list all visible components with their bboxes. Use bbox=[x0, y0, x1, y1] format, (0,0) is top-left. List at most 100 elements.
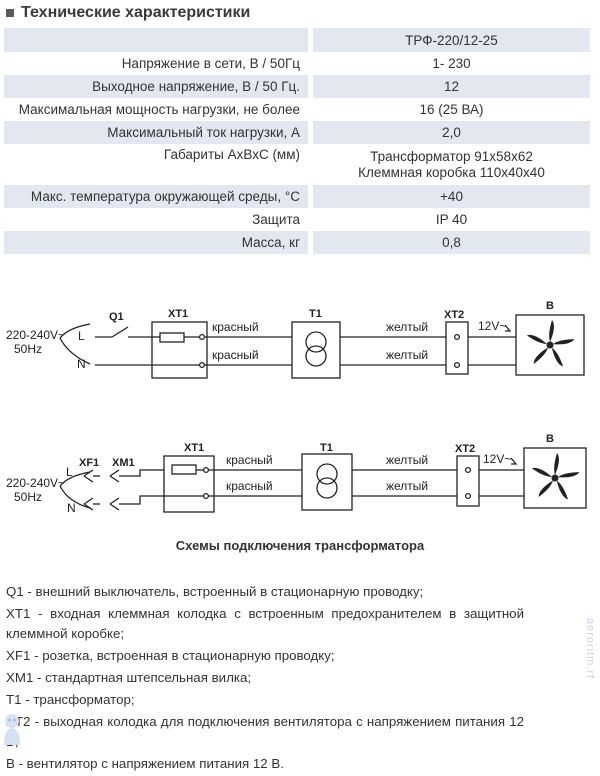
row-label: Выходное напряжение, В / 50 Гц. bbox=[4, 75, 308, 98]
wire-label-red: красный bbox=[212, 348, 259, 362]
mascot-logo-icon bbox=[4, 714, 20, 745]
table-row: Напряжение в сети, В / 50Гц 1- 230 bbox=[4, 52, 590, 75]
row-label: Макс. температура окружающей среды, °С bbox=[4, 185, 308, 208]
dimension-line: Клеммная коробка 110х40х40 bbox=[358, 164, 545, 180]
fan-label: B bbox=[546, 433, 554, 445]
xt2-terminal-box bbox=[445, 321, 469, 375]
neutral-label: N bbox=[77, 357, 86, 371]
wire-label-red: красный bbox=[212, 320, 259, 334]
fan-box bbox=[523, 447, 587, 509]
plug-contact-icon bbox=[109, 469, 120, 483]
xt2-label: XT2 bbox=[444, 309, 464, 321]
fan-icon bbox=[530, 453, 580, 501]
table-row: Выходное напряжение, В / 50 Гц. 12 bbox=[4, 75, 590, 98]
row-value: 0,8 bbox=[313, 231, 590, 254]
dimension-line: Трансформатор 91х58х62 bbox=[370, 148, 533, 164]
section-header: Технические характеристики bbox=[6, 2, 250, 24]
wiring-diagram-switch: 220-240V~ 50Hz L N Q1 XT1 красный красны… bbox=[6, 300, 585, 379]
transformer-box bbox=[291, 321, 341, 379]
plug-contact-icon bbox=[109, 497, 120, 511]
table-row: Макс. температура окружающей среды, °С +… bbox=[4, 185, 590, 208]
xt2-label: XT2 bbox=[455, 443, 475, 455]
phase-label: L bbox=[78, 329, 85, 343]
table-header-row: ТРФ-220/12-25 bbox=[4, 28, 590, 52]
wiring-diagram-plug: 220-240V~ 50Hz L N XF1 XM1 XT1 красный к… bbox=[6, 433, 587, 515]
arrow-icon bbox=[510, 457, 518, 465]
wire-label-yellow: желтый bbox=[386, 479, 428, 493]
fan-label: B bbox=[546, 300, 554, 312]
legend-item: T1 - трансформатор; bbox=[6, 692, 135, 708]
table-row: Защита IP 40 bbox=[4, 208, 590, 231]
legend-item: XT2 - выходная колодка для подключения в… bbox=[6, 713, 524, 749]
row-value: +40 bbox=[313, 185, 590, 208]
table-row: Габариты АхВхС (мм) Трансформатор 91х58х… bbox=[4, 144, 590, 185]
table-row: Максимальный ток нагрузки, А 2,0 bbox=[4, 121, 590, 144]
model-name: ТРФ-220/12-25 bbox=[313, 28, 590, 52]
socket-label: XF1 bbox=[79, 457, 99, 469]
wire-label-yellow: желтый bbox=[386, 453, 428, 467]
wiring-diagrams: 220-240V~ 50Hz L N Q1 XT1 красный красны… bbox=[6, 300, 587, 515]
socket-contact-icon bbox=[83, 469, 94, 483]
row-value: 12 bbox=[313, 75, 590, 98]
wire-label-red: красный bbox=[226, 479, 273, 493]
fuse-icon bbox=[171, 464, 197, 475]
transformer-coil-icon bbox=[316, 477, 338, 499]
switch-contact bbox=[111, 326, 129, 338]
fuse-icon bbox=[159, 332, 185, 343]
supply-bracket bbox=[59, 471, 91, 509]
supply-voltage-label: 220-240V~ bbox=[6, 328, 65, 342]
supply-bracket bbox=[59, 323, 91, 365]
arrow-icon bbox=[504, 324, 512, 332]
watermark: aeroritm.rf bbox=[584, 618, 596, 680]
legend-item: XT1 - входная клеммная колодка с встроен… bbox=[6, 605, 524, 642]
supply-frequency-label: 50Hz bbox=[14, 490, 42, 504]
row-value: Трансформатор 91х58х62 Клеммная коробка … bbox=[313, 144, 590, 185]
fan-box bbox=[515, 314, 585, 376]
transformer-coil-icon bbox=[316, 463, 338, 485]
section-title: Технические характеристики bbox=[21, 4, 251, 21]
row-label: Масса, кг bbox=[4, 231, 308, 254]
row-label: Напряжение в сети, В / 50Гц bbox=[121, 56, 300, 71]
socket-contact-icon bbox=[83, 497, 94, 511]
switch-label: Q1 bbox=[109, 311, 124, 323]
row-label: Габариты АхВхС (мм) bbox=[163, 147, 300, 162]
legend-item: Q1 - внешний выключатель, встроенный в с… bbox=[6, 584, 424, 599]
transformer-label: T1 bbox=[309, 308, 322, 320]
table-row: Масса, кг 0,8 bbox=[4, 231, 590, 254]
row-label: Максимальная мощность нагрузки, не более bbox=[18, 102, 300, 117]
legend-item: В - вентилятор с напряжением питания 12 … bbox=[6, 756, 284, 772]
supply-voltage-label: 220-240V~ bbox=[6, 476, 65, 490]
xt2-terminal-box bbox=[456, 455, 480, 507]
transformer-box bbox=[301, 453, 353, 511]
row-label: Максимальный ток нагрузки, А bbox=[4, 121, 308, 144]
xt1-terminal-box bbox=[151, 321, 208, 379]
bullet-square-icon bbox=[6, 9, 14, 17]
fan-icon bbox=[525, 320, 575, 368]
xt1-terminal-box bbox=[163, 455, 215, 513]
legend-item: XF1 - розетка, встроенная в стационарную… bbox=[6, 648, 335, 664]
legend: Q1 - внешний выключатель, встроенный в с… bbox=[6, 582, 524, 776]
neutral-label: N bbox=[67, 501, 76, 515]
wire-label-red: красный bbox=[226, 453, 273, 467]
row-value: IP 40 bbox=[435, 212, 468, 227]
diagram-caption: Схемы подключения трансформатора bbox=[175, 538, 425, 553]
plug-label: XM1 bbox=[112, 457, 135, 469]
wire-label-yellow: желтый bbox=[386, 320, 428, 334]
output-voltage-label: 12V~ bbox=[478, 319, 506, 333]
transformer-label: T1 bbox=[320, 442, 333, 454]
output-voltage-label: 12V~ bbox=[483, 452, 511, 466]
row-value: 1- 230 bbox=[432, 56, 471, 71]
row-value: 2,0 bbox=[313, 121, 590, 144]
phase-label: L bbox=[66, 465, 73, 479]
wire-label-yellow: желтый bbox=[386, 348, 428, 362]
table-row: Максимальная мощность нагрузки, не более… bbox=[4, 98, 590, 121]
transformer-coil-icon bbox=[305, 331, 327, 353]
legend-item: XM1 - стандартная штепсельная вилка; bbox=[6, 670, 252, 686]
transformer-coil-icon bbox=[305, 345, 327, 367]
xt1-label: XT1 bbox=[184, 442, 204, 454]
row-value: 16 (25 ВА) bbox=[419, 102, 484, 117]
xt1-label: XT1 bbox=[168, 308, 188, 320]
supply-frequency-label: 50Hz bbox=[14, 342, 42, 356]
row-label: Защита bbox=[252, 212, 300, 227]
specs-table: ТРФ-220/12-25 Напряжение в сети, В / 50Г… bbox=[4, 28, 590, 254]
